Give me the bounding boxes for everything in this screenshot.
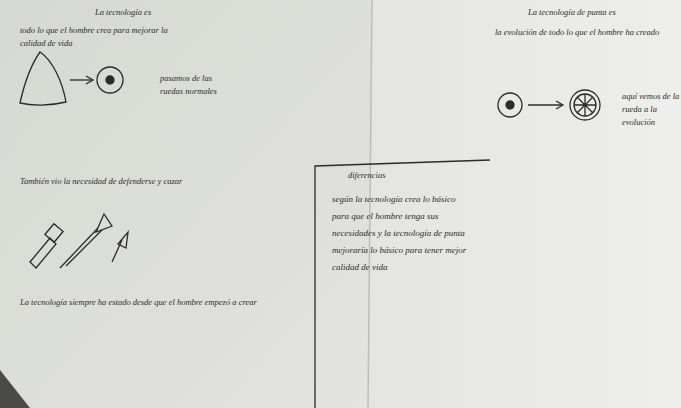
handwritten-note: pasamos de las ruedas normales bbox=[160, 72, 235, 98]
arrow-head bbox=[556, 101, 563, 109]
wheel-hub bbox=[506, 101, 514, 109]
spoked-wheel-sketch bbox=[570, 90, 600, 120]
paper-left bbox=[0, 0, 372, 408]
sketches bbox=[20, 52, 600, 408]
handwritten-note: todo lo que el hombre crea para mejorar … bbox=[20, 24, 195, 50]
arrow-line bbox=[528, 104, 562, 105]
handwritten-note: aquí vemos de la rueda a la evolución bbox=[622, 90, 680, 129]
corner-shadow bbox=[0, 370, 30, 408]
handwritten-note: La tecnología es bbox=[95, 6, 215, 19]
tools-sketch bbox=[30, 214, 128, 268]
box-heading: diferencias bbox=[348, 169, 468, 182]
handwritten-note: También vio la necesidad de defenderse y… bbox=[20, 175, 280, 188]
handwritten-note: la evolución de todo lo que el hombre ha… bbox=[495, 26, 665, 39]
wheel-sketch bbox=[498, 93, 522, 117]
wheel-sketch bbox=[97, 67, 123, 93]
handwritten-note: La tecnología de punta es bbox=[528, 6, 668, 19]
box-outline bbox=[315, 160, 490, 408]
wheel-hub bbox=[106, 76, 114, 84]
note-box: diferencias según la tecnología crea lo b… bbox=[318, 163, 490, 408]
arrow-line bbox=[70, 79, 92, 80]
arrow-head bbox=[86, 76, 93, 84]
triangle-sketch bbox=[20, 52, 66, 105]
box-body: según la tecnología crea lo básico para … bbox=[332, 191, 474, 276]
handwritten-note: La tecnología siempre ha estado desde qu… bbox=[20, 296, 310, 309]
